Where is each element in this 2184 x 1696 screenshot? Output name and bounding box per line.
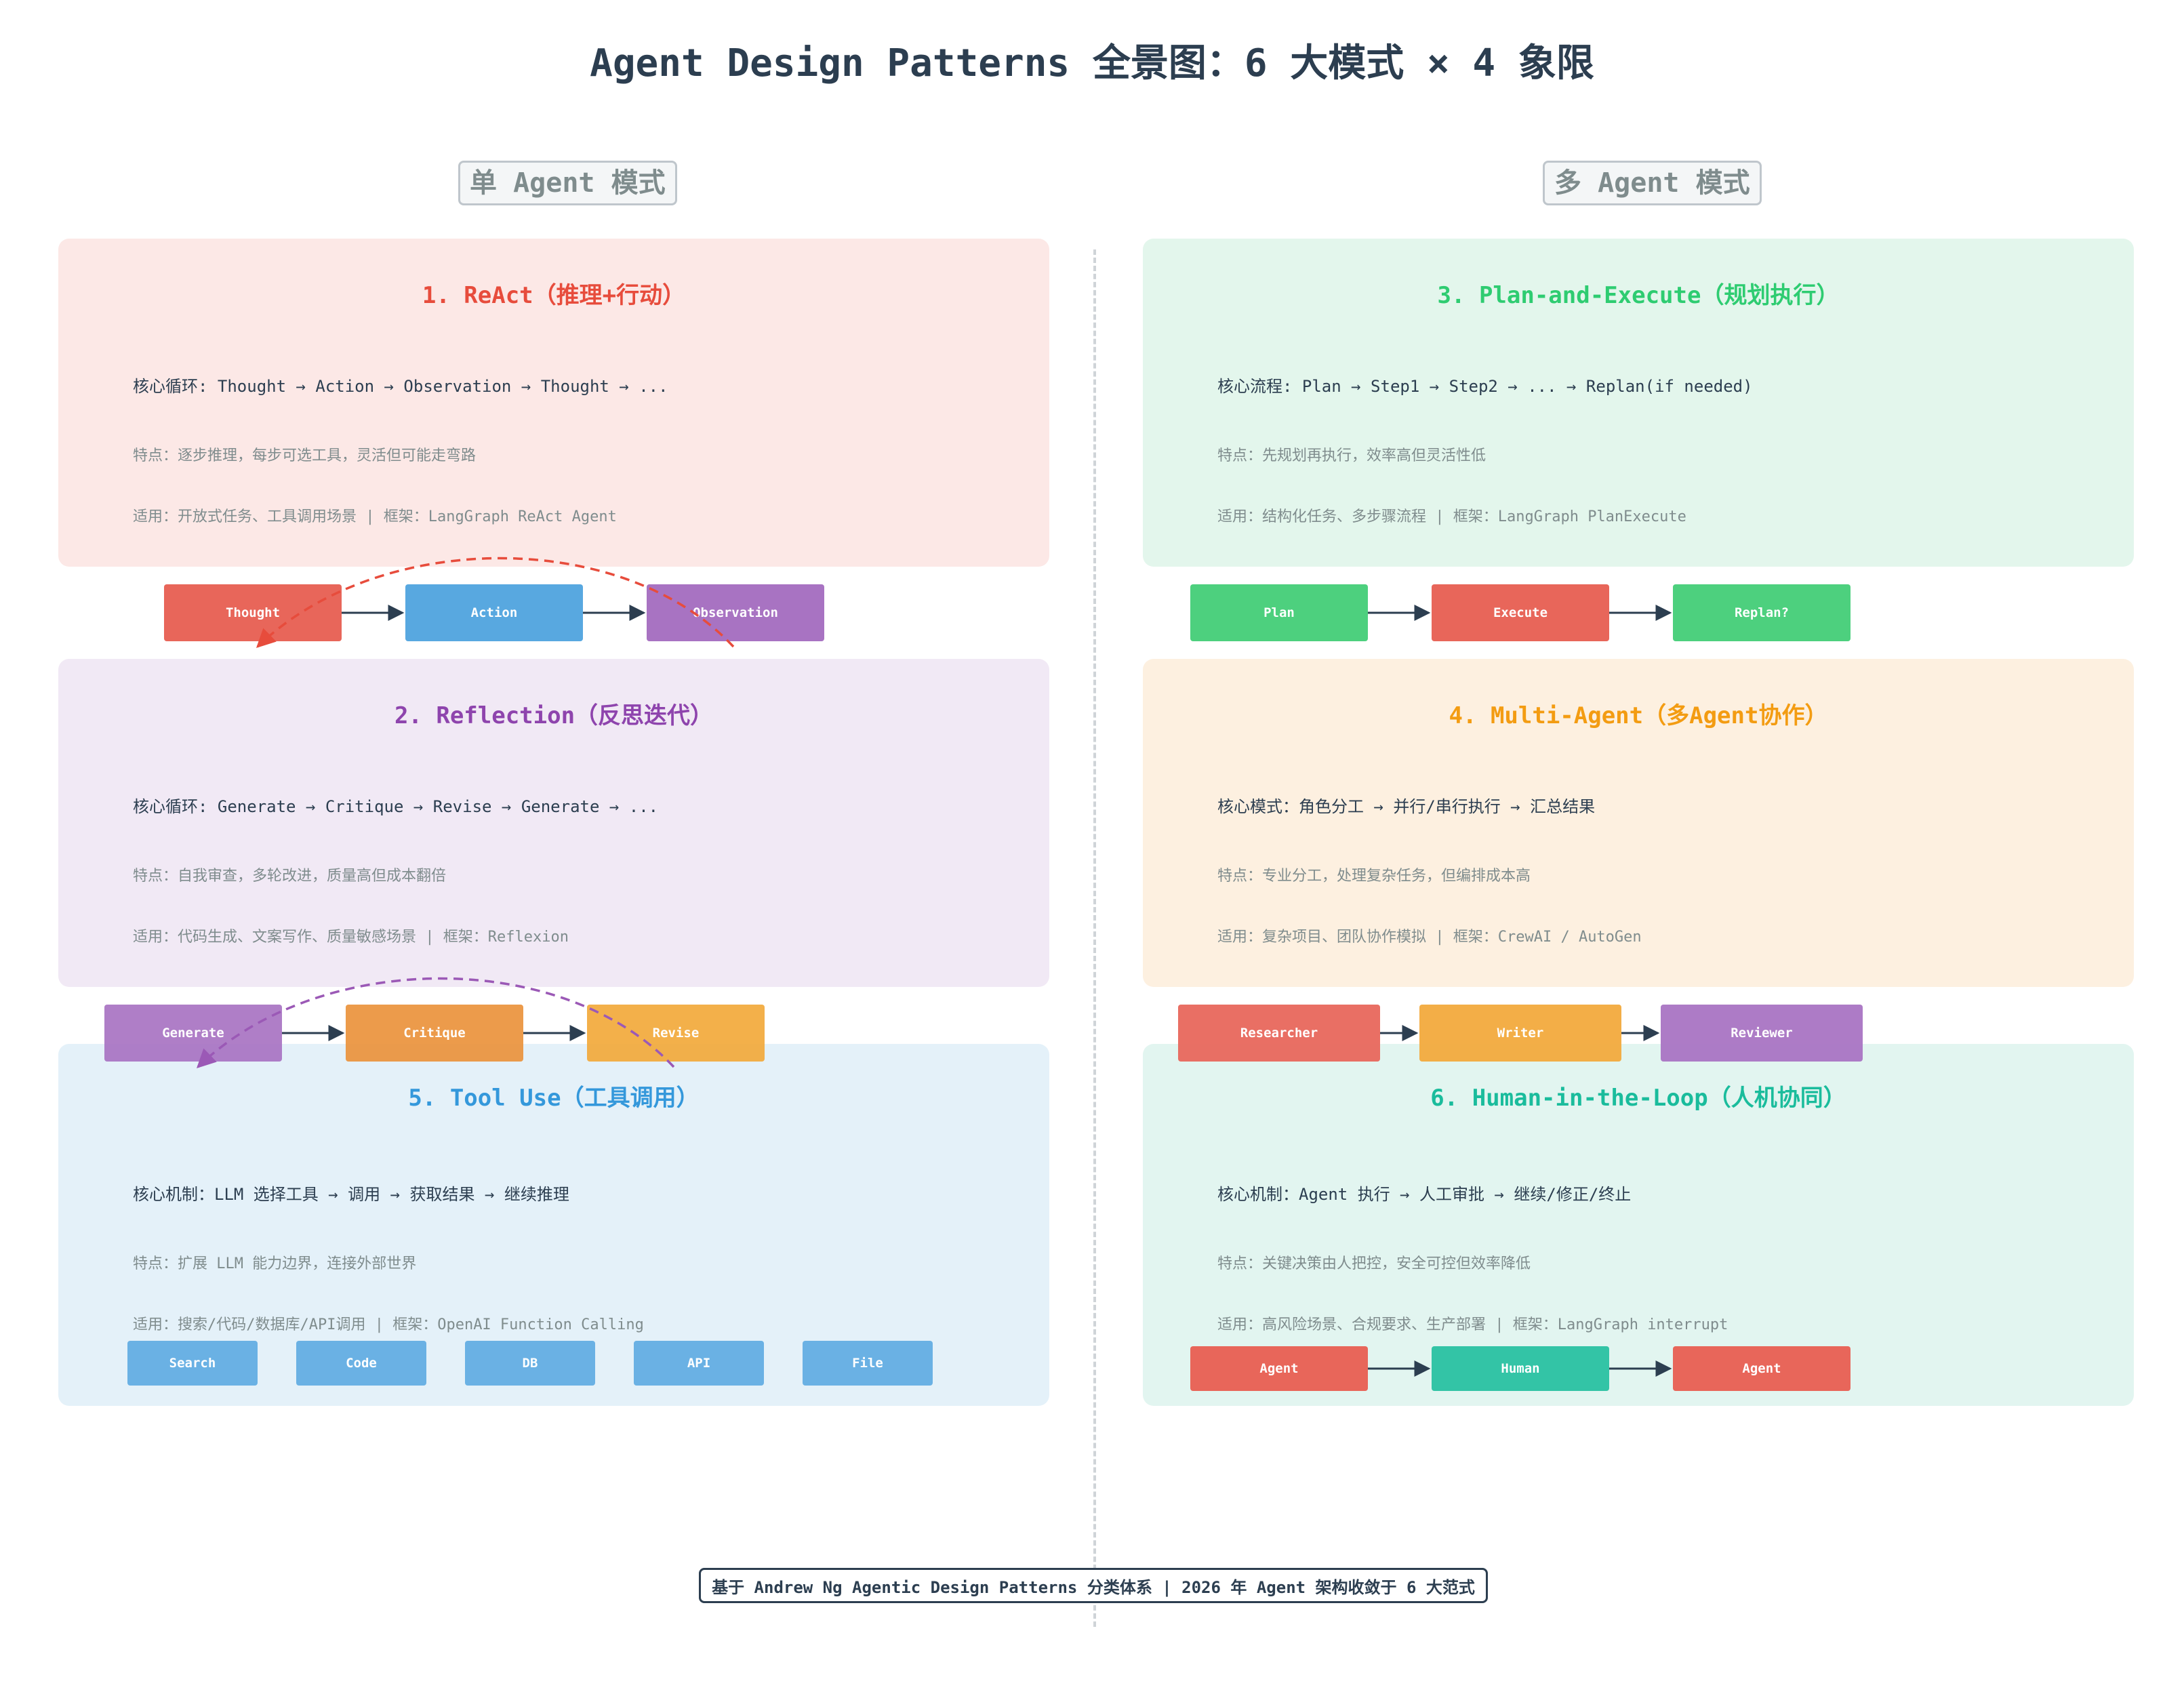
- multi-apply: 适用：复杂项目、团队协作模拟 | 框架：CrewAI / AutoGen: [1217, 929, 1642, 946]
- single-agent-header: 单 Agent 模式: [458, 161, 677, 205]
- reflection-title: 2. Reflection（反思迭代）: [394, 702, 714, 729]
- reflection-core: 核心循环: Generate → Critique → Revise → Gen…: [133, 797, 659, 816]
- tool-node-code: Code: [296, 1341, 426, 1386]
- reflection-apply: 适用：代码生成、文案写作、质量敏感场景 | 框架：Reflexion: [133, 929, 569, 946]
- react-feature: 特点：逐步推理，每步可选工具，灵活但可能走弯路: [133, 447, 477, 464]
- multi-node-researcher: Researcher: [1178, 1005, 1380, 1062]
- panel-reflection: 2. Reflection（反思迭代） 核心循环: Generate → Cri…: [58, 659, 1049, 987]
- react-node-observation: Observation: [647, 584, 824, 641]
- plan-title: 3. Plan-and-Execute（规划执行）: [1437, 282, 1840, 309]
- hitl-apply: 适用：高风险场景、合规要求、生产部署 | 框架：LangGraph interr…: [1217, 1316, 1728, 1333]
- plan-node-replan: Replan?: [1673, 584, 1851, 641]
- hitl-feature: 特点：关键决策由人把控，安全可控但效率降低: [1217, 1255, 1531, 1272]
- footer-note: 基于 Andrew Ng Agentic Design Patterns 分类体…: [699, 1568, 1488, 1603]
- multi-node-writer: Writer: [1419, 1005, 1621, 1062]
- hitl-node-agent-end: Agent: [1673, 1346, 1851, 1391]
- plan-apply: 适用：结构化任务、多步骤流程 | 框架：LangGraph PlanExecut…: [1217, 508, 1686, 525]
- plan-feature: 特点：先规划再执行，效率高但灵活性低: [1217, 447, 1487, 464]
- tool-node-db: DB: [465, 1341, 595, 1386]
- panel-human-in-the-loop: 6. Human-in-the-Loop（人机协同） 核心机制：Agent 执行…: [1143, 1044, 2134, 1406]
- tool-node-api: API: [634, 1341, 764, 1386]
- tool-core: 核心机制：LLM 选择工具 → 调用 → 获取结果 → 继续推理: [133, 1185, 569, 1204]
- multi-agent-header: 多 Agent 模式: [1543, 161, 1762, 205]
- tool-apply: 适用：搜索/代码/数据库/API调用 | 框架：OpenAI Function …: [133, 1316, 644, 1333]
- reflection-node-critique: Critique: [346, 1005, 523, 1062]
- tool-title: 5. Tool Use（工具调用）: [408, 1085, 700, 1112]
- react-title: 1. ReAct（推理+行动）: [422, 282, 686, 309]
- center-divider: [1093, 249, 1096, 1627]
- hitl-core: 核心机制：Agent 执行 → 人工审批 → 继续/修正/终止: [1217, 1185, 1632, 1204]
- multi-title: 4. Multi-Agent（多Agent协作）: [1449, 702, 1828, 729]
- plan-core: 核心流程: Plan → Step1 → Step2 → ... → Repla…: [1217, 377, 1753, 396]
- react-apply: 适用：开放式任务、工具调用场景 | 框架：LangGraph ReAct Age…: [133, 508, 617, 525]
- plan-node-plan: Plan: [1190, 584, 1368, 641]
- multi-node-reviewer: Reviewer: [1661, 1005, 1863, 1062]
- react-node-thought: Thought: [164, 584, 342, 641]
- plan-node-execute: Execute: [1432, 584, 1609, 641]
- panel-react: 1. ReAct（推理+行动） 核心循环: Thought → Action →…: [58, 239, 1049, 567]
- tool-feature: 特点：扩展 LLM 能力边界，连接外部世界: [133, 1255, 417, 1272]
- panel-plan-execute: 3. Plan-and-Execute（规划执行） 核心流程: Plan → S…: [1143, 239, 2134, 567]
- reflection-feature: 特点：自我审查，多轮改进，质量高但成本翻倍: [133, 868, 447, 885]
- reflection-node-generate: Generate: [104, 1005, 282, 1062]
- react-core: 核心循环: Thought → Action → Observation → T…: [133, 377, 668, 396]
- multi-core: 核心模式：角色分工 → 并行/串行执行 → 汇总结果: [1217, 797, 1596, 816]
- hitl-node-human: Human: [1432, 1346, 1609, 1391]
- hitl-title: 6. Human-in-the-Loop（人机协同）: [1430, 1085, 1846, 1112]
- hitl-node-agent-start: Agent: [1190, 1346, 1368, 1391]
- page-title: Agent Design Patterns 全景图：6 大模式 × 4 象限: [590, 41, 1594, 85]
- react-node-action: Action: [405, 584, 583, 641]
- tool-node-search: Search: [127, 1341, 258, 1386]
- tool-node-file: File: [803, 1341, 933, 1386]
- panel-multi-agent: 4. Multi-Agent（多Agent协作） 核心模式：角色分工 → 并行/…: [1143, 659, 2134, 987]
- multi-feature: 特点：专业分工，处理复杂任务，但编排成本高: [1217, 868, 1531, 885]
- reflection-node-revise: Revise: [587, 1005, 765, 1062]
